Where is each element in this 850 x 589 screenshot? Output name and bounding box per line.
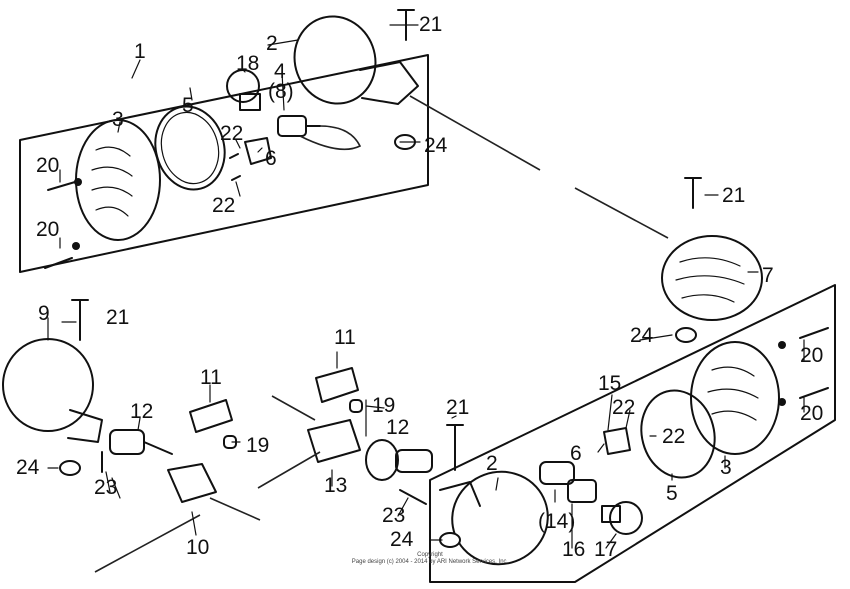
label-part-2-top: 2 [266, 32, 278, 55]
label-part-16: 16 [562, 538, 585, 561]
label-part-24-left: 24 [16, 456, 40, 479]
housing-9 [2, 338, 103, 443]
label-part-24-bottom: 24 [390, 528, 414, 551]
label-part-19-middle: 19 [372, 394, 395, 417]
label-part-7: 7 [762, 264, 774, 287]
label-part-6-top: 6 [265, 147, 277, 170]
gasket-ring-5-bottom [640, 389, 716, 479]
label-part-21-top: 21 [419, 13, 442, 36]
label-part-3-top: 3 [112, 108, 124, 131]
socket-12-middle [365, 439, 433, 481]
label-part-15: 15 [598, 372, 621, 395]
label-part-12-middle: 12 [386, 416, 409, 439]
leader-lines [47, 24, 805, 549]
label-part-20-b: 20 [36, 218, 59, 241]
washer-20-a [74, 178, 82, 186]
bulb-18 [226, 69, 261, 111]
socket-4 [277, 115, 362, 151]
label-part-20-d: 20 [800, 402, 823, 425]
label-part-22-bottom-a: 22 [612, 396, 635, 419]
label-part-19-left: 19 [246, 434, 269, 457]
label-part-12-left: 12 [130, 400, 153, 423]
nut-24-left [59, 460, 81, 476]
label-part-11-left: 11 [200, 366, 222, 389]
label-part-8: (8) [268, 80, 294, 103]
screw-20-b [44, 257, 73, 269]
copyright-title: Copyright [417, 552, 443, 558]
screw-20-d [799, 387, 829, 399]
label-part-24-right: 24 [630, 324, 654, 347]
lens-3-bottom [690, 341, 780, 455]
screw-20-a [47, 181, 76, 191]
bracket-6-bottom [603, 427, 631, 455]
plate-11-middle [315, 367, 359, 403]
nut-24-right [675, 327, 697, 343]
label-part-23-left: 23 [94, 476, 117, 499]
label-part-22-top-b: 22 [212, 194, 235, 217]
lamp-7 [574, 187, 763, 321]
label-part-24-top: 24 [424, 134, 448, 157]
label-part-22-top-a: 22 [220, 122, 243, 145]
lens-3-top [75, 119, 161, 241]
copyright-notice: Copyright Page design (c) 2004 - 2014 by… [330, 552, 530, 566]
bolt-21-right [684, 177, 702, 209]
label-part-4: 4 [274, 60, 286, 83]
label-part-20-c: 20 [800, 344, 823, 367]
bulb-17 [601, 501, 643, 535]
washer-20-c [778, 341, 786, 349]
copyright-line: Page design (c) 2004 - 2014 by ARI Netwo… [351, 559, 509, 565]
label-part-21-middle: 21 [446, 396, 469, 419]
label-part-13: 13 [324, 474, 347, 497]
screw-20-c [799, 327, 829, 339]
housing-2-top [293, 15, 541, 171]
label-part-11-middle: 11 [334, 326, 356, 349]
assembly-panel-top-left [19, 54, 429, 273]
label-part-9: 9 [38, 302, 50, 325]
label-part-10: 10 [186, 536, 209, 559]
wire-10 [94, 497, 261, 573]
label-part-1: 1 [134, 40, 146, 63]
nut-24-bottom [439, 532, 461, 548]
label-part-2-bottom: 2 [486, 452, 498, 475]
plate-13 [307, 419, 361, 463]
label-part-20-a: 20 [36, 154, 59, 177]
assembly-panel-bottom-right [429, 284, 836, 583]
label-part-3-bottom: 3 [720, 456, 732, 479]
bolt-21-middle [446, 424, 464, 471]
socket-14 [539, 461, 597, 503]
label-part-14: (14) [538, 510, 575, 533]
label-part-21-right: 21 [722, 184, 745, 207]
gasket-ring-5-top-inner [160, 111, 220, 185]
socket-12-left [109, 429, 173, 455]
washer-20-d [778, 398, 786, 406]
label-part-18: 18 [236, 52, 259, 75]
screws-22-top [229, 153, 241, 181]
gasket-ring-5-top [154, 105, 226, 191]
plate-11-left [189, 399, 233, 433]
bracket-6-top [244, 137, 272, 165]
label-part-5-top: 5 [182, 94, 194, 117]
label-part-6-bottom: 6 [570, 442, 582, 465]
label-part-23-middle: 23 [382, 504, 405, 527]
label-part-17: 17 [594, 538, 617, 561]
screw-23-middle [399, 489, 427, 505]
bolt-21-left [71, 299, 89, 341]
label-part-22-bottom-b: 22 [662, 425, 685, 448]
plate-10 [167, 463, 217, 503]
label-part-21-left: 21 [106, 306, 129, 329]
wire-13 [257, 395, 321, 489]
grommet-19-middle [349, 399, 363, 413]
washer-20-b [72, 242, 80, 250]
label-part-5-bottom: 5 [666, 482, 678, 505]
